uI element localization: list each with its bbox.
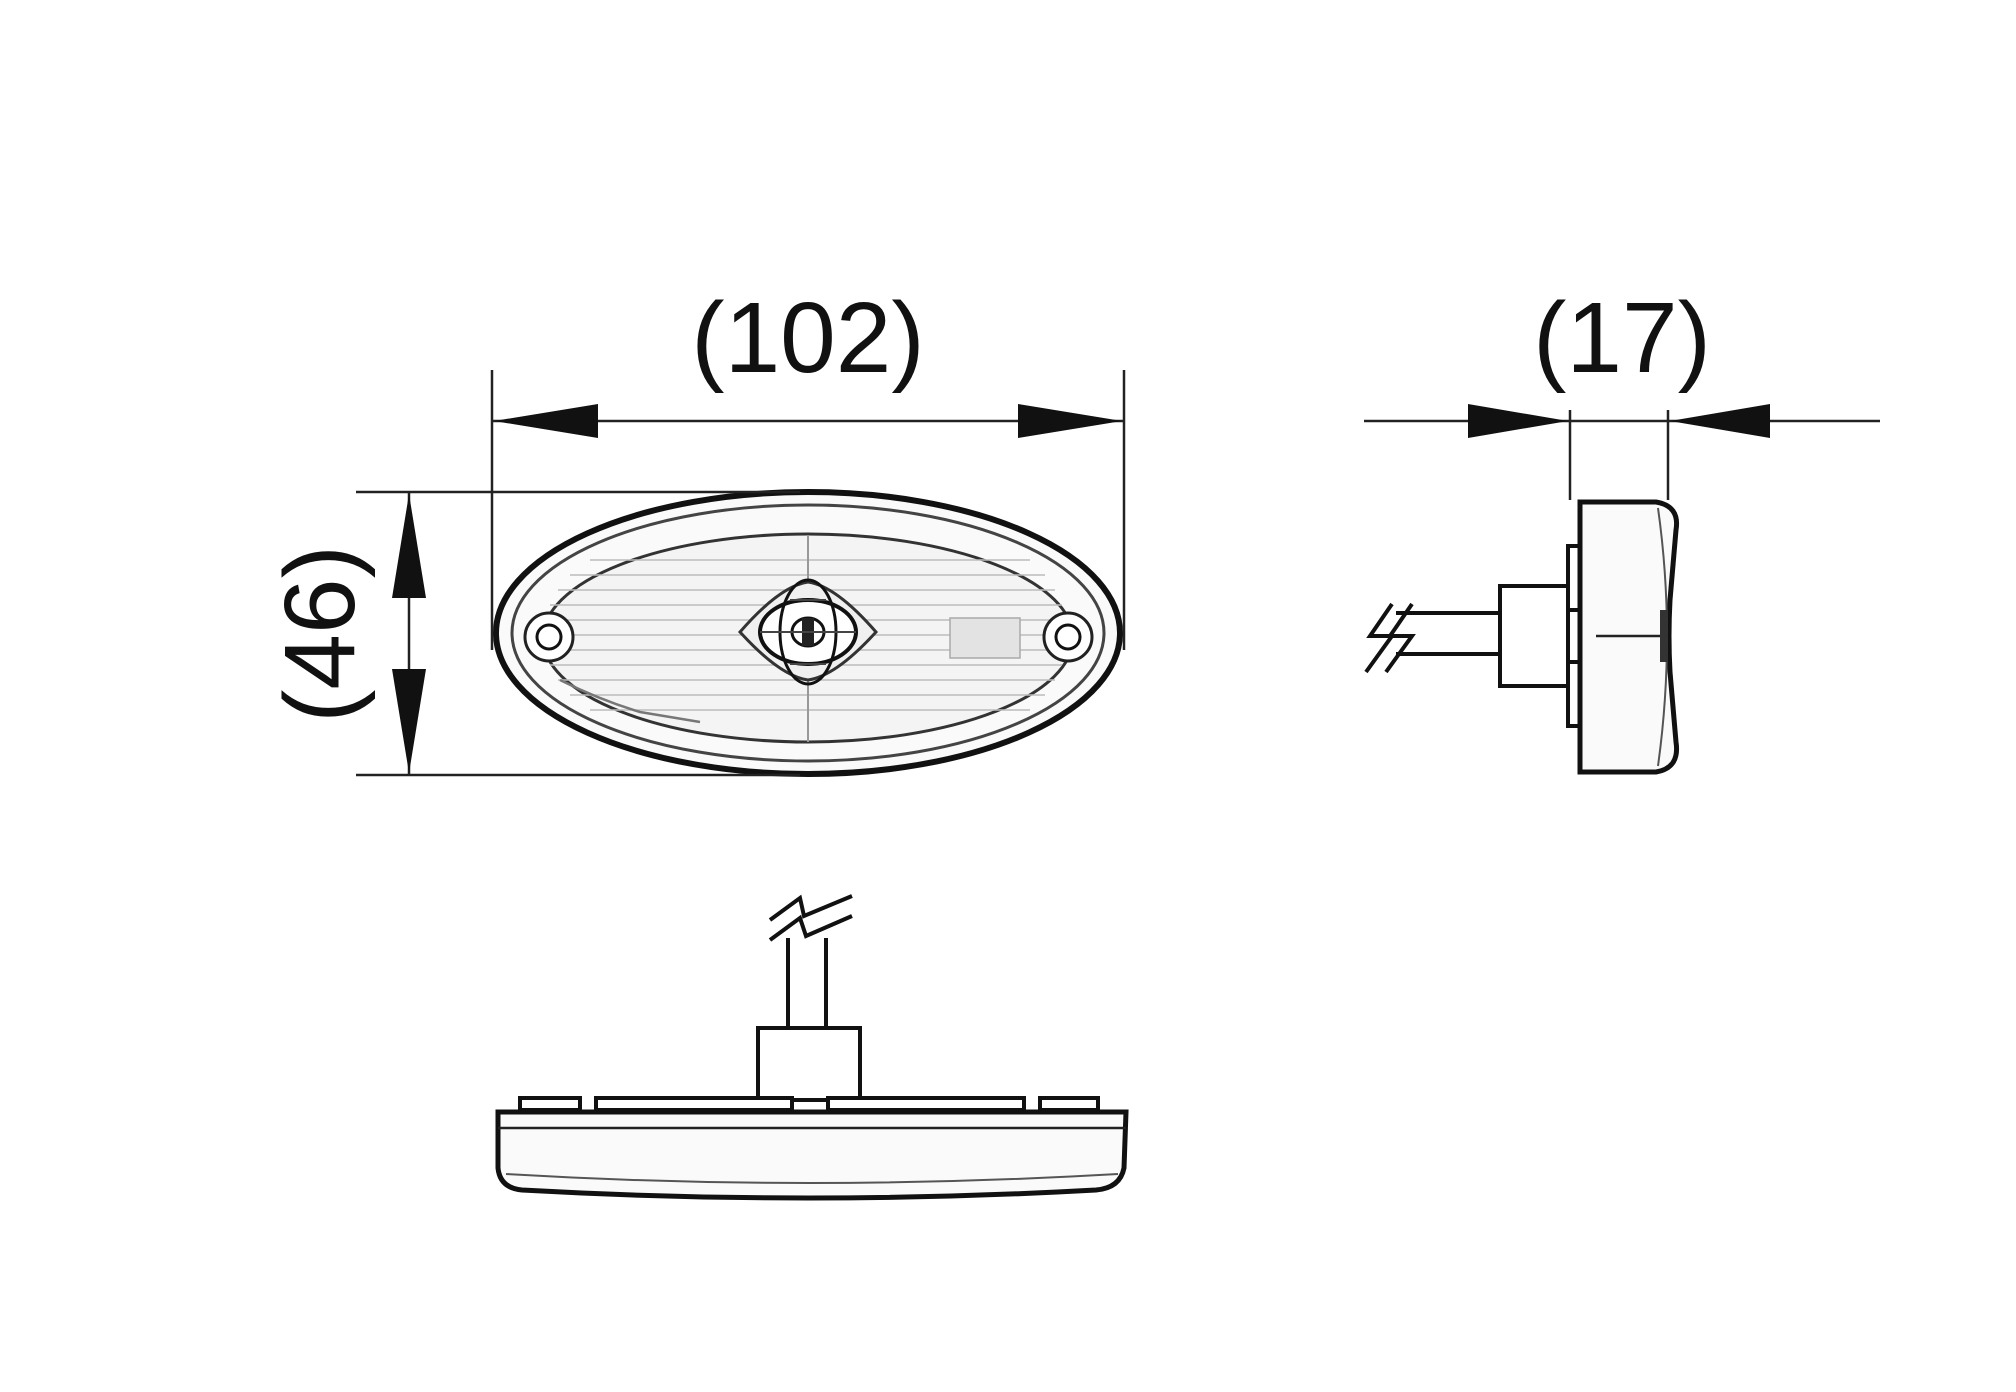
height-dimension: (46)	[264, 490, 800, 777]
arrowhead-left	[494, 404, 598, 438]
mounting-hole-right	[1042, 611, 1094, 663]
cable-break-symbol	[1364, 602, 1416, 674]
depth-dimension: (17)	[1364, 282, 1880, 500]
arrowhead-up	[392, 494, 426, 598]
cable-break-symbol-top	[768, 894, 853, 942]
height-label: (46)	[264, 545, 376, 723]
mounting-hole-left	[523, 611, 575, 663]
arrowhead-in-right	[1670, 404, 1770, 438]
front-view	[493, 489, 1123, 777]
width-label: (102)	[691, 282, 924, 394]
side-view	[1364, 499, 1680, 775]
top-view	[495, 894, 1129, 1201]
top-connector	[756, 1026, 862, 1102]
front-housing-inner	[510, 503, 1106, 763]
width-dimension: (102)	[490, 282, 1126, 650]
depth-label: (17)	[1533, 282, 1711, 394]
lens-marks	[559, 617, 1021, 724]
arrowhead-in-left	[1468, 404, 1568, 438]
central-bulb	[737, 578, 879, 686]
top-housing	[495, 1109, 1129, 1201]
side-connector	[1498, 584, 1570, 688]
arrowhead-down	[392, 669, 426, 773]
arrowhead-right	[1018, 404, 1122, 438]
